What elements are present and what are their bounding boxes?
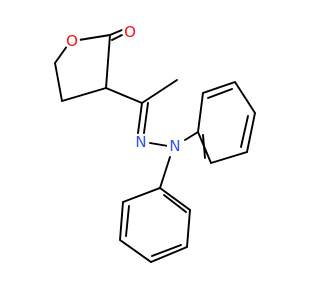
bond-c3-c6 bbox=[105, 87, 143, 104]
bond-c4-c5 bbox=[54, 62, 63, 102]
phenyl-ring-2 bbox=[119, 186, 191, 264]
ring-oxygen-label: O bbox=[66, 32, 78, 50]
bond-c6-n7-a bbox=[137, 102, 143, 134]
bond-c2-c3 bbox=[105, 34, 111, 89]
bond-c2-o-carbonyl-b bbox=[111, 33, 125, 41]
phenyl-ring-2-double-a bbox=[163, 194, 187, 213]
phenyl-ring-2-double-b bbox=[151, 244, 182, 257]
phenyl-ring-1-double-b bbox=[240, 115, 249, 148]
amine-nitrogen-label: N bbox=[169, 137, 180, 155]
phenyl-ring-2-double-c bbox=[125, 205, 130, 237]
bond-c6-methyl bbox=[141, 79, 178, 104]
amine-nitrogen-bg bbox=[167, 138, 183, 154]
bond-c2-o-carbonyl-a bbox=[109, 29, 123, 36]
bond-c3-c4 bbox=[61, 87, 107, 102]
carbonyl-oxygen-label: O bbox=[124, 23, 136, 41]
molecule-diagram: O O N N bbox=[54, 23, 257, 264]
carbonyl-oxygen-bg bbox=[122, 24, 138, 40]
bond-o1-c2 bbox=[78, 34, 111, 41]
bond-c6-n7-b bbox=[143, 102, 149, 134]
structure-svg: O O N N bbox=[54, 23, 257, 264]
phenyl-ring-1-double-c bbox=[202, 134, 206, 159]
bond-n8-ph1 bbox=[184, 131, 199, 141]
phenyl-ring-1 bbox=[197, 80, 257, 165]
imine-nitrogen-bg bbox=[133, 134, 149, 150]
bond-n7-n8 bbox=[149, 142, 169, 147]
bond-n8-ph2 bbox=[159, 156, 171, 189]
phenyl-ring-1-double-a bbox=[207, 88, 233, 99]
imine-nitrogen-label: N bbox=[135, 133, 146, 151]
ring-oxygen-bg bbox=[64, 33, 80, 49]
